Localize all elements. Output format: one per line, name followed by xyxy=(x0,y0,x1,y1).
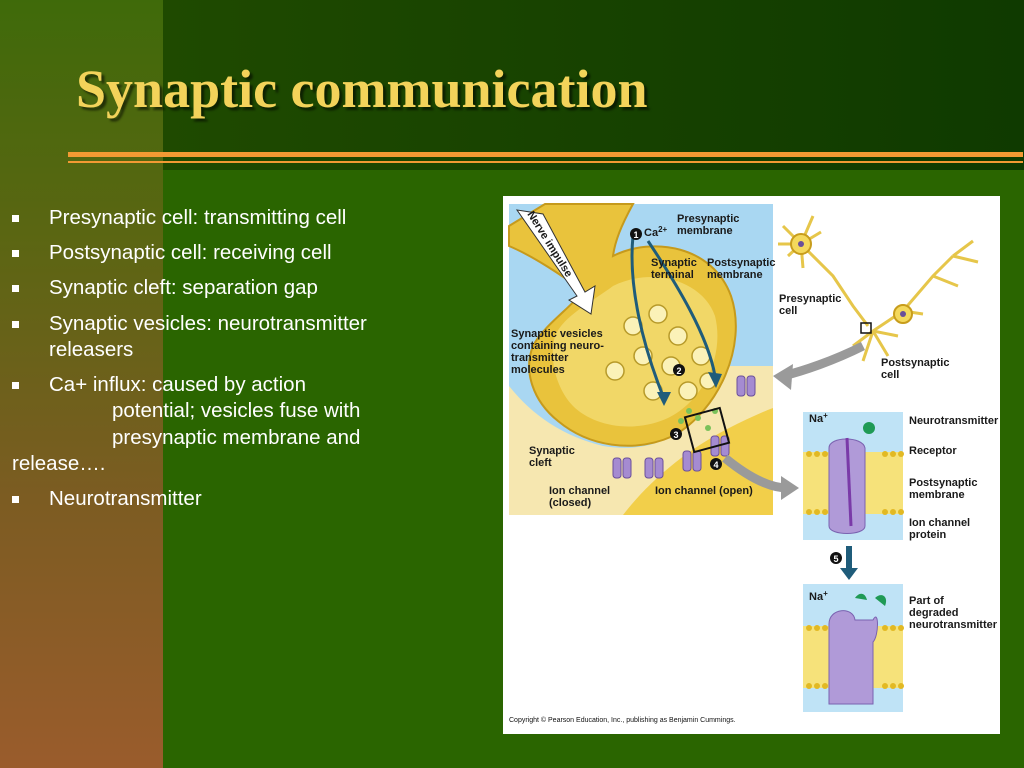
synaptic-vesicles-label-3: transmitter xyxy=(511,352,569,364)
calcium-arrowhead-1 xyxy=(657,392,671,406)
step-3-badge: 3 xyxy=(673,430,678,440)
postsynaptic-membrane-right-label-2: membrane xyxy=(909,489,965,501)
synaptic-cleft-label-1: Synaptic xyxy=(529,445,575,457)
bullet-marker xyxy=(12,496,19,504)
background-left-strip xyxy=(0,0,163,768)
ion-channel-protein-label-1: Ion channel xyxy=(909,517,970,529)
bullet-text: presynaptic membrane and xyxy=(112,425,361,449)
synaptic-vesicles-label-1: Synaptic vesicles xyxy=(511,328,603,340)
ion-channel-open-label: Ion channel (open) xyxy=(655,485,753,497)
calcium-arrowhead-2 xyxy=(708,372,722,388)
copyright-notice: Copyright © Pearson Education, Inc., pub… xyxy=(509,717,736,724)
postsynaptic-cell-label-1: Postsynaptic xyxy=(881,357,949,369)
bullet-text: potential; vesicles fuse with xyxy=(112,399,361,423)
connector-arrowhead-bottom xyxy=(781,476,799,500)
ion-channel-protein-closed xyxy=(828,438,866,534)
step-5-arrowhead xyxy=(840,568,858,580)
presynaptic-membrane-label-1: Presynaptic xyxy=(677,213,739,225)
step-1-badge: 1 xyxy=(633,230,638,240)
bullet-text: releasers xyxy=(49,337,134,361)
bullet-marker xyxy=(12,250,19,258)
background-title-band xyxy=(163,0,1024,170)
postsynaptic-membrane-label-2: membrane xyxy=(707,269,763,281)
step-5-arrow xyxy=(846,546,852,570)
step-5-badge: 5 xyxy=(833,554,838,564)
postsynaptic-membrane-label-1: Postsynaptic xyxy=(707,257,775,269)
degraded-fragment-1 xyxy=(855,593,867,600)
bullet-text: release…. xyxy=(12,451,106,475)
ion-channel-closed-label-1: Ion channel xyxy=(549,485,610,497)
na-label-closed: Na+ xyxy=(809,411,828,425)
bullet-text: Ca+ influx: caused by action xyxy=(49,373,306,397)
bullet-text: Presynaptic cell: transmitting cell xyxy=(49,206,347,229)
ion-channel-closed-label-2: (closed) xyxy=(549,497,592,509)
synaptic-terminal-label-1: Synaptic xyxy=(651,257,697,269)
ion-channel-protein-label-2: protein xyxy=(909,529,947,541)
receptor-label: Receptor xyxy=(909,445,957,457)
bullet-text: Postsynaptic cell: receiving cell xyxy=(49,241,332,265)
bullet-marker xyxy=(12,215,19,222)
part-of-degraded-label-3: neurotransmitter xyxy=(909,619,998,631)
slide-title: Synaptic communication xyxy=(76,59,648,119)
step-badges: 1 2 3 4 xyxy=(630,228,722,470)
bullet-text: Synaptic vesicles: neurotransmitter xyxy=(49,311,367,335)
bullet-item: Presynaptic cell: transmitting cell xyxy=(12,205,482,231)
title-underline-thin xyxy=(68,161,1023,163)
connector-arrowhead-top xyxy=(773,364,793,390)
presynaptic-neuron-nucleus xyxy=(798,241,804,247)
ca-label: Ca2+ xyxy=(644,225,668,239)
presynaptic-cell-label-2: cell xyxy=(779,305,797,317)
channel-pore-closed xyxy=(845,437,853,527)
part-of-degraded-label-1: Part of xyxy=(909,595,944,607)
synaptic-vesicles-label-4: molecules xyxy=(511,364,565,376)
zoom-box xyxy=(683,406,731,454)
ion-channel-protein-open xyxy=(828,610,878,705)
na-label-open: Na+ xyxy=(809,589,828,603)
step-5-circle xyxy=(830,552,842,564)
postsynaptic-neuron-nucleus xyxy=(900,311,906,317)
neurotransmitter-label: Neurotransmitter xyxy=(909,415,999,427)
bullet-item: Neurotransmitter xyxy=(12,486,482,512)
bullet-marker xyxy=(12,285,19,293)
synaptic-cleft-label-2: cleft xyxy=(529,457,552,469)
nerve-impulse-arrow xyxy=(515,209,596,315)
calcium-arrow-1 xyxy=(630,235,665,397)
neuron-pair-illustration xyxy=(778,215,979,362)
bullet-item: Synaptic cleft: separation gap xyxy=(12,275,482,301)
bullet-item: Postsynaptic cell: receiving cell xyxy=(12,240,482,266)
presynaptic-membrane-label-2: membrane xyxy=(677,225,733,237)
synapse-diagram: Nerve impulse 1 2 xyxy=(503,196,1000,734)
presynaptic-cell-label-1: Presynaptic xyxy=(779,293,841,305)
postsynaptic-cell-label-2: cell xyxy=(881,369,899,381)
connector-arrow-top xyxy=(781,341,866,381)
step-2-badge: 2 xyxy=(676,366,681,376)
synaptic-terminal-label-2: terminal xyxy=(651,269,694,281)
synapse-illustration: Nerve impulse 1 2 xyxy=(508,203,999,712)
bullet-text: Neurotransmitter xyxy=(49,487,202,511)
postsynaptic-membrane-right-label-1: Postsynaptic xyxy=(909,477,977,489)
step-4-badge: 4 xyxy=(713,460,718,470)
bullet-text: Synaptic cleft: separation gap xyxy=(49,276,318,300)
synaptic-vesicles-label-2: containing neuro- xyxy=(511,340,604,352)
synapse-locator-box xyxy=(860,322,872,334)
title-underline-thick xyxy=(68,152,1023,157)
calcium-arrow-2 xyxy=(646,240,717,377)
degraded-fragment-2 xyxy=(875,595,887,606)
neurotransmitter-bound xyxy=(863,422,875,434)
bullet-marker xyxy=(12,382,19,390)
part-of-degraded-label-2: degraded xyxy=(909,607,959,619)
bullet-marker xyxy=(12,320,19,328)
